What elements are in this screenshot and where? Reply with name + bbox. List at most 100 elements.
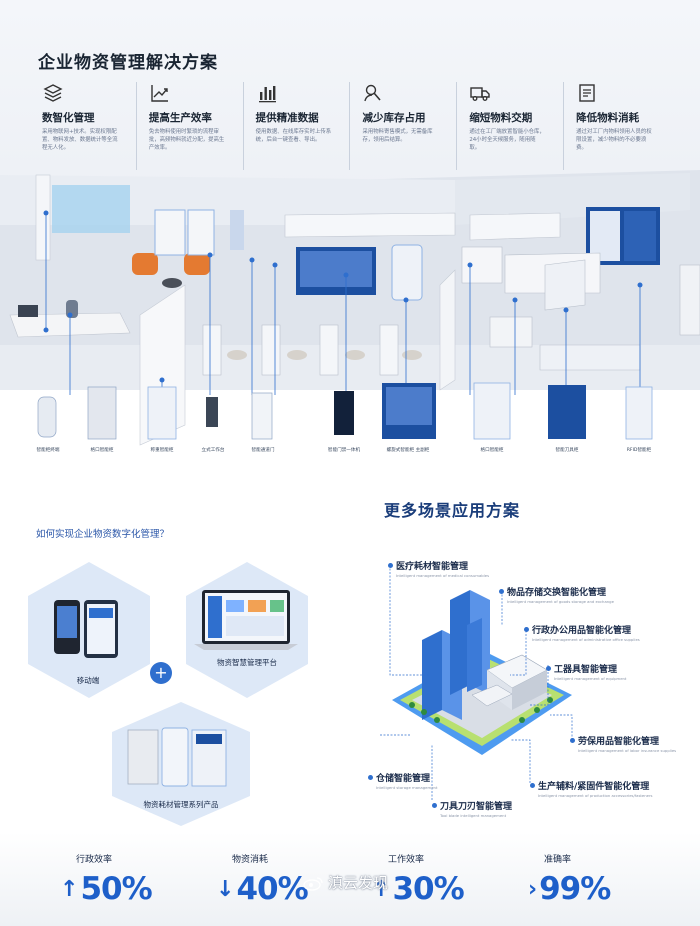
scenario-dot [499,589,504,594]
feature-item: 提供精准数据 使用数据、在线库存实时上传系统，后台一键查看、导出。 [244,82,351,170]
feature-desc: 采用物料寄售模式，无需备库存，领用后结算。 [362,129,433,143]
scene-label: 立式工作台 [201,448,225,453]
scenario-subtitle: Intelligent management of labor insuranc… [578,748,677,753]
scenario-dot [530,783,535,788]
page-title: 企业物资管理解决方案 [38,53,218,73]
feature-desc: 免去物料使用时繁琐的流程审批，高频物料就近分配，提高生产效率。 [148,129,225,151]
watermark-text: 滇云发现 [328,874,389,892]
product-label: 物资智慧管理平台 [217,658,277,667]
scenario-title: 行政办公用品智能化管理 [532,626,632,636]
products-hexagon [112,702,250,826]
stat-item: 准确率 ›99% [528,852,611,907]
scene-label: RFID智能柜 [626,448,652,453]
weibo-logo-icon [303,876,323,891]
scenario-subtitle: Intelligent storage management [376,785,438,790]
scenario-item: 医疗耗材智能管理 Intelligent management of medic… [396,559,489,578]
plus-badge: + [150,662,172,684]
feature-title: 减少库存占用 [362,112,426,124]
stat-value: 99% [539,871,611,907]
feature-desc: 通过对工厂内物料领用人员的权限设置，减少物料的不必要浪费。 [576,129,652,151]
stat-item: 工作效率 ↑30% [372,852,465,907]
scenario-subtitle: Intelligent management of equipment [554,676,627,681]
factory-scene-illustration: 智能柜终端 格口智能柜 称重智能柜 立式工作台 智能通道门 智能门禁一体机 螺旋… [0,165,700,460]
scenario-title: 劳保用品智能化管理 [578,737,660,747]
feature-row: 数智化管理 采用物联网+技术。实现权限配置、物料发放、数据统计等全流程无人化。 … [30,82,670,170]
scenario-title: 医疗耗材智能管理 [396,562,469,572]
feature-item: 减少库存占用 采用物料寄售模式，无需备库存，领用后结算。 [350,82,458,170]
arrow-up-icon: ↑ [60,876,79,902]
feature-item: 提高生产效率 免去物料使用时繁琐的流程审批，高频物料就近分配，提高生产效率。 [137,82,244,170]
factory-floor-drawing [0,170,700,446]
section-title: 更多场景应用方案 [384,501,521,520]
stat-value: 30% [392,871,464,907]
user-search-icon [364,84,382,102]
scene-label: 智能柜终端 [36,448,60,453]
scenario-item: 生产辅料/紧固件智能化管理 Intelligent management of … [538,779,653,798]
stat-value: 50% [80,871,152,907]
scenario-title: 生产辅料/紧固件智能化管理 [538,782,650,792]
stats-bar: 行政效率 ↑50% 物资消耗 ↓40% 工作效率 ↑30% 准确率 ›99% [0,832,700,926]
feature-title: 降低物料消耗 [576,112,640,124]
smart-city-illustration [392,590,572,755]
product-label: 物资耗材管理系列产品 [143,800,219,809]
scenario-subtitle: Tool blade intelligent management [440,813,507,818]
scenario-subtitle: Intelligent management of production acc… [538,793,653,798]
arrow-up-icon: ↑ [372,876,391,902]
scene-label: 智能门禁一体机 [327,448,361,453]
scenario-dot [570,738,575,743]
scenario-title: 仓储智能管理 [376,774,431,784]
feature-item: 数智化管理 采用物联网+技术。实现权限配置、物料发放、数据统计等全流程无人化。 [30,82,137,170]
scene-label: 智能通道门 [251,448,275,453]
scenario-title: 工器具智能管理 [554,665,618,675]
layers-icon [43,84,63,102]
stat-item: 物资消耗 ↓40% [216,852,309,907]
scenario-item: 劳保用品智能化管理 Intelligent management of labo… [578,734,676,753]
scenario-dot [546,666,551,671]
stat-value: 40% [236,871,308,907]
scenario-subtitle: Intelligent management of goods storage … [507,599,614,604]
arrow-down-icon: ↓ [216,876,235,902]
scenario-dot [388,563,393,568]
feature-title: 提供精准数据 [255,112,319,124]
scenario-title: 刀具刀刃智能管理 [440,802,513,812]
mobile-hexagon [28,562,150,698]
feature-desc: 使用数据、在线库存实时上传系统，后台一键查看、导出。 [255,129,332,143]
scenario-dot [524,627,529,632]
bar-chart-icon [258,86,276,103]
scenario-dot [368,775,373,780]
feature-item: 缩短物料交期 通过在工厂端放置智能小仓库，24小时全天候服务，随用随取。 [457,82,565,170]
scenario-item: 物品存储交换智能化管理 Intelligent management of go… [507,585,614,604]
stat-label: 工作效率 [388,855,425,865]
stat-item: 行政效率 ↑50% [60,852,153,907]
feature-title: 提高生产效率 [148,112,212,124]
scenario-leader-lines [380,565,573,800]
scenario-item: 仓储智能管理 Intelligent storage management [376,771,437,790]
feature-title: 数智化管理 [42,112,95,124]
scenario-title: 物品存储交换智能化管理 [507,588,607,598]
watermark: 滇云发现 [302,872,388,893]
feature-desc: 通过在工厂端放置智能小仓库，24小时全天候服务，随用随取。 [469,129,545,151]
scenario-item: 行政办公用品智能化管理 Intelligent management of ad… [532,623,640,642]
section-question: 如何实现企业物资数字化管理？ [36,529,170,540]
scene-label: 格口智能柜 [90,448,114,453]
scenario-item: 刀具刀刃智能管理 Tool blade intelligent manageme… [440,799,512,818]
truck-icon [470,87,491,101]
feature-title: 缩短物料交期 [469,112,533,124]
chevron-right-icon: › [528,876,538,902]
product-label: 移动端 [76,676,100,685]
scene-label: 称重智能柜 [150,448,174,453]
document-icon [579,84,595,102]
scene-label: 格口智能柜 [480,448,504,453]
scenario-item: 工器具智能管理 Intelligent management of equipm… [554,662,626,681]
stat-label: 物资消耗 [232,855,269,865]
platform-hexagon [186,562,308,698]
scene-label: 螺旋式智能柜 主副柜 [386,448,430,453]
scenario-dot [432,803,437,808]
stat-label: 行政效率 [76,855,113,865]
feature-desc: 采用物联网+技术。实现权限配置、物料发放、数据统计等全流程无人化。 [42,129,118,151]
scene-label: 智能刀具柜 [555,448,579,453]
feature-item: 降低物料消耗 通过对工厂内物料领用人员的权限设置，减少物料的不必要浪费。 [564,82,670,170]
scenario-subtitle: Intelligent management of medical consum… [396,573,490,578]
scenario-subtitle: Intelligent management of administrative… [532,637,640,642]
